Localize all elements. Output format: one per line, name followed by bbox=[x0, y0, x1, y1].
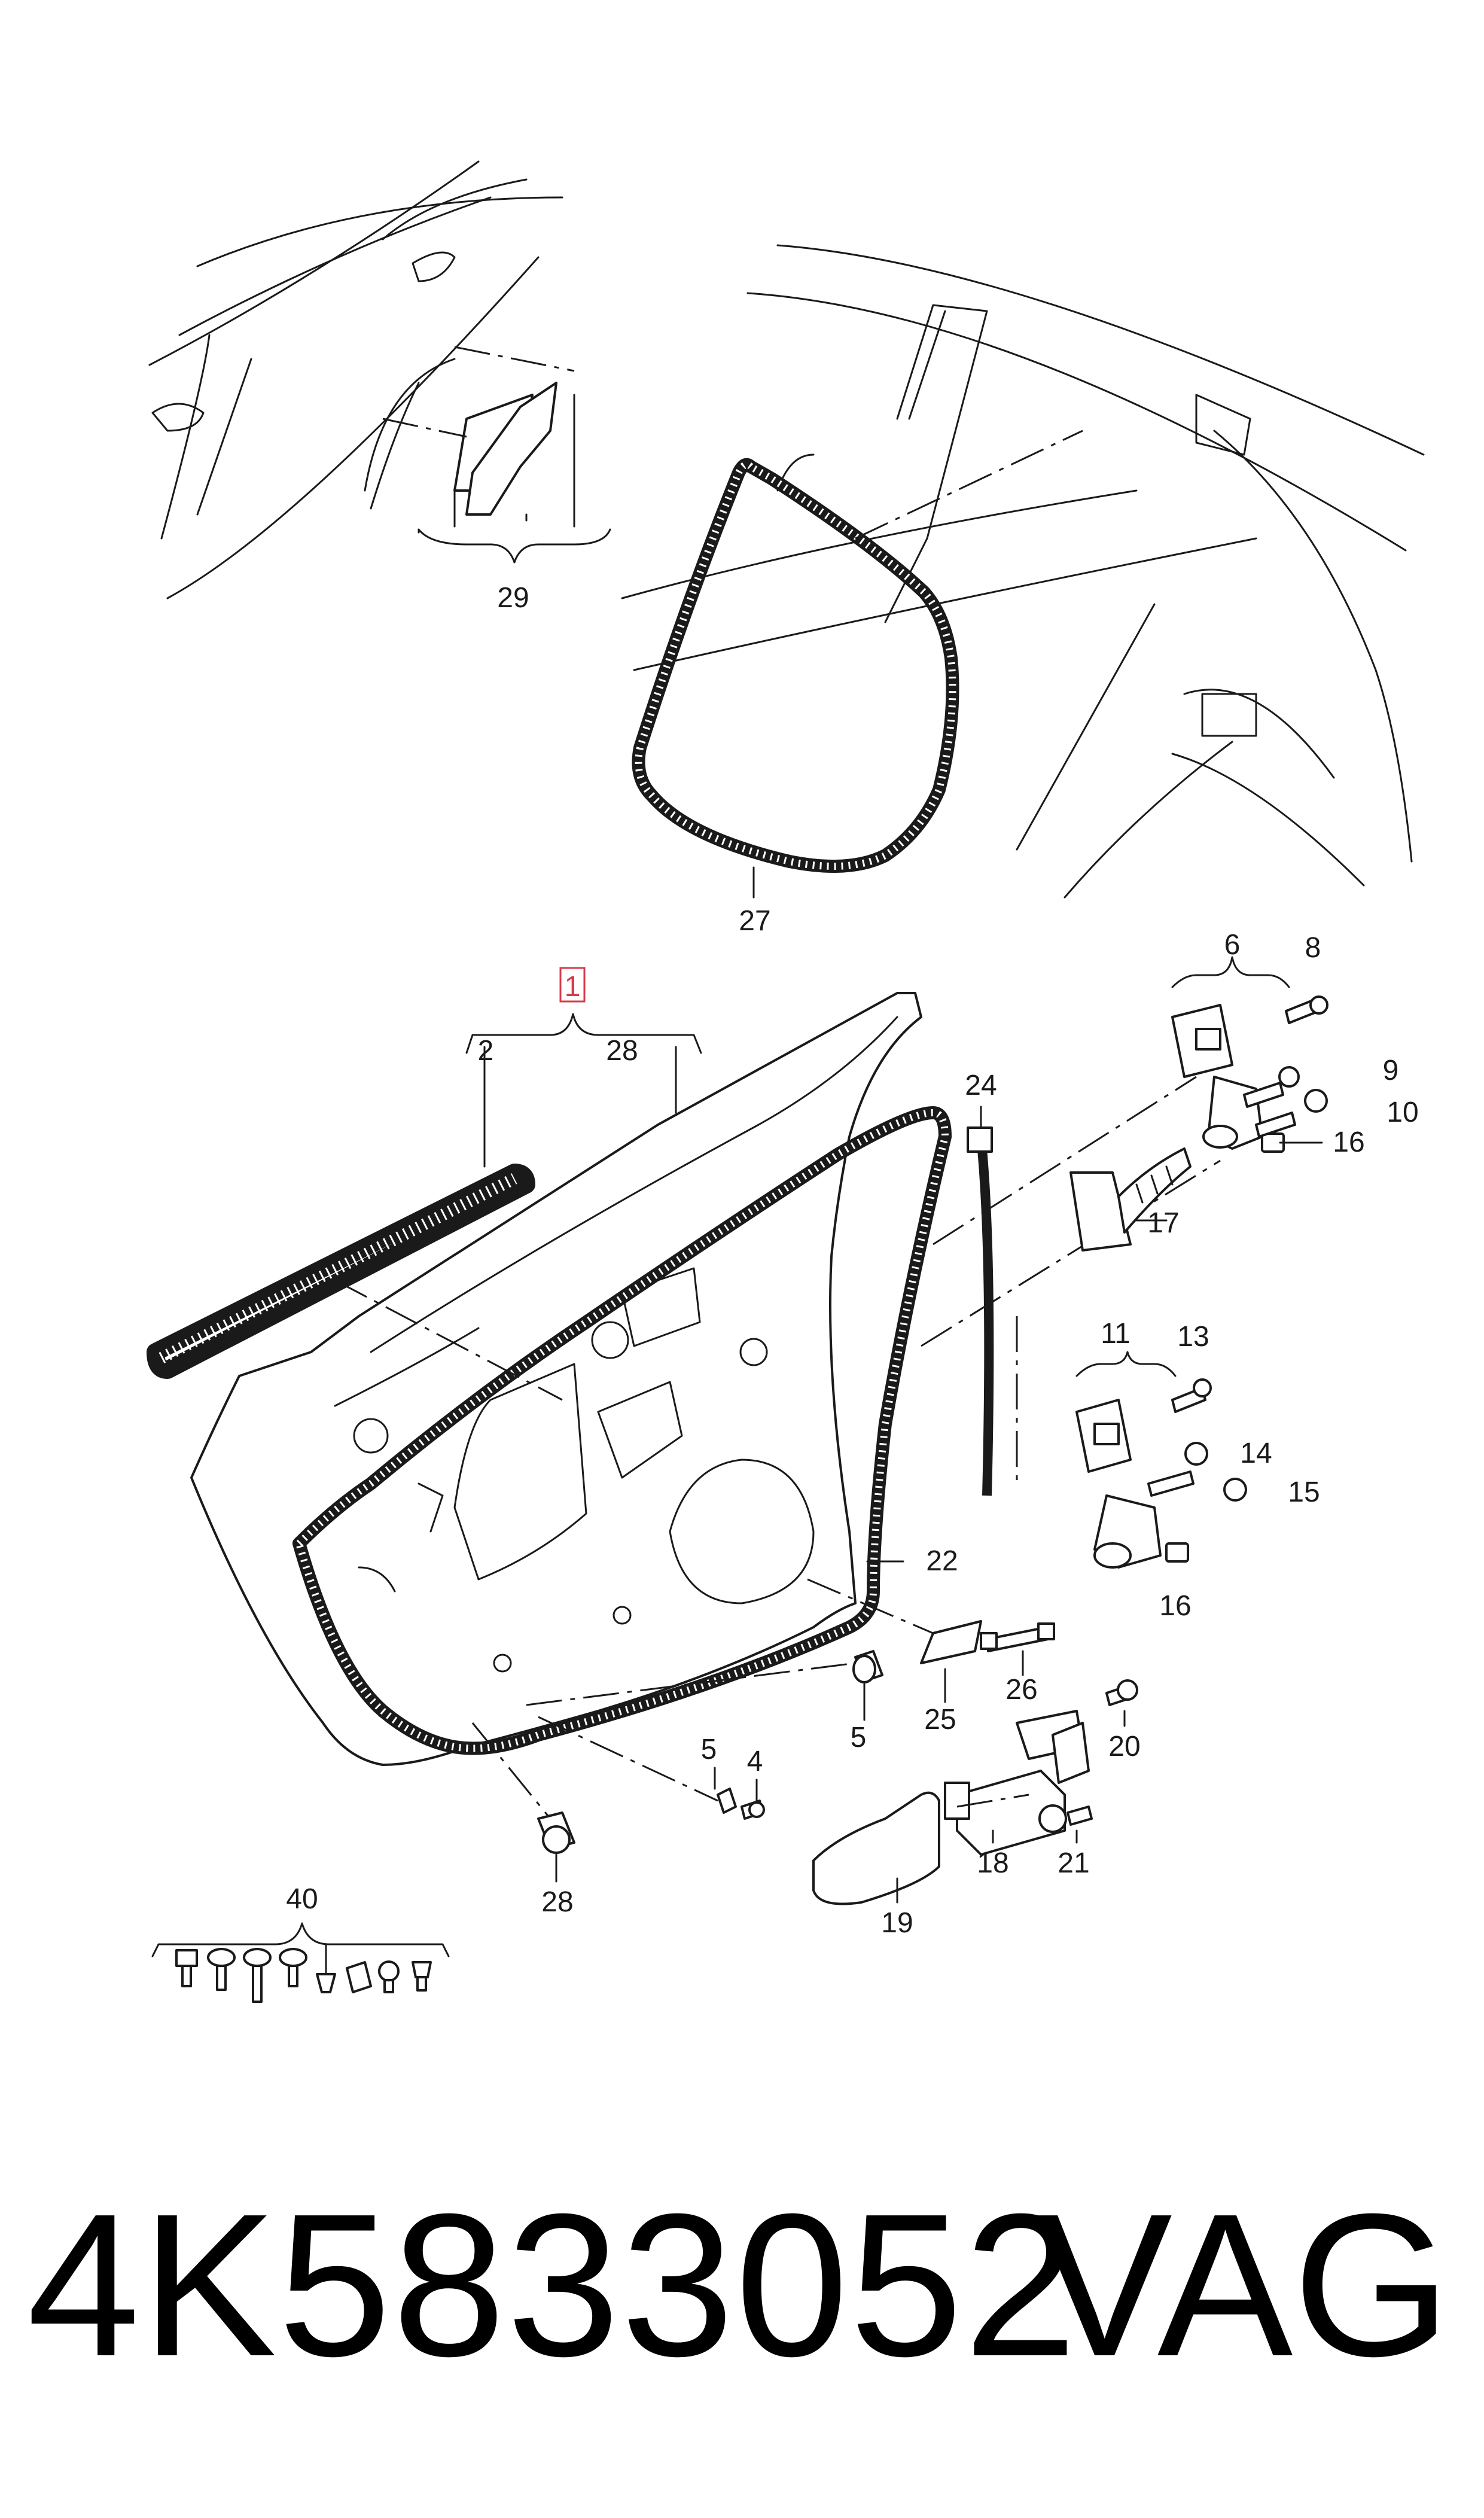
callout-5: 5 bbox=[851, 1722, 867, 1753]
callout-6: 6 bbox=[1224, 929, 1241, 961]
callout-27: 27 bbox=[739, 905, 770, 937]
kit-bolt-4 bbox=[279, 1948, 307, 1987]
car-body-opening-sketch bbox=[621, 244, 1425, 899]
callout-18: 18 bbox=[977, 1847, 1008, 1879]
door-seal bbox=[292, 1106, 952, 1755]
callout-21: 21 bbox=[1058, 1847, 1089, 1879]
callout-28-bottom: 28 bbox=[541, 1886, 573, 1918]
callout-40: 40 bbox=[286, 1883, 318, 1915]
door-shell bbox=[190, 992, 922, 1766]
kit-clip-4 bbox=[412, 1961, 432, 1992]
kit-clip-1 bbox=[316, 1943, 336, 1993]
car-side-panel-sketch bbox=[148, 160, 563, 599]
callout-1-highlight-box bbox=[559, 967, 586, 1003]
callout-16-upper: 16 bbox=[1333, 1126, 1364, 1158]
callout-3: 4 bbox=[747, 1746, 763, 1777]
callout-29-bracket bbox=[418, 394, 611, 564]
callout-11: 11 bbox=[1101, 1318, 1130, 1350]
wheel-arch-liners bbox=[382, 346, 575, 516]
callout-19: 19 bbox=[881, 1907, 913, 1939]
callout-26: 26 bbox=[1005, 1674, 1037, 1706]
callout-24: 24 bbox=[965, 1070, 997, 1101]
door-opening-seal bbox=[632, 430, 1083, 873]
exterior-handle bbox=[812, 1791, 940, 1905]
callout-25: 25 bbox=[924, 1704, 956, 1735]
part-number: 4K5833052 bbox=[27, 2172, 1078, 2399]
fastener-kit bbox=[151, 1922, 450, 2003]
kit-clip-2 bbox=[346, 1961, 372, 1993]
callout-1-28-bracket bbox=[465, 967, 702, 1114]
callout-16-lower: 16 bbox=[1159, 1590, 1191, 1622]
callout-10: 10 bbox=[1387, 1097, 1418, 1128]
callout-2: 2 bbox=[478, 1035, 494, 1067]
kit-clip-3 bbox=[378, 1960, 400, 1993]
brand-label: VAG bbox=[1037, 2172, 1451, 2399]
callout-8: 8 bbox=[1305, 932, 1321, 964]
door-screw bbox=[471, 1722, 575, 1883]
kit-bolt-2 bbox=[207, 1948, 236, 1991]
callout-9: 9 bbox=[1383, 1055, 1399, 1086]
callout-13: 13 bbox=[1177, 1321, 1209, 1353]
upper-hinge bbox=[921, 956, 1290, 1347]
handle-carrier bbox=[944, 1710, 1090, 1856]
kit-bolt-3 bbox=[243, 1948, 272, 2003]
callout-20: 20 bbox=[1108, 1731, 1140, 1762]
hinge-screws-lower bbox=[1147, 1378, 1247, 1502]
callout-15: 15 bbox=[1288, 1476, 1320, 1508]
callout-14: 14 bbox=[1240, 1438, 1272, 1469]
door-check-arm bbox=[1069, 1147, 1192, 1252]
exploded-parts-diagram: 29 27 1 2 28 bbox=[147, 160, 1425, 2003]
hinge-screws-upper bbox=[1243, 995, 1328, 1138]
small-fasteners bbox=[526, 1578, 1055, 1820]
callout-28-top: 28 bbox=[606, 1035, 638, 1067]
handle-screws bbox=[1038, 1679, 1138, 1844]
vertical-seal-strip bbox=[967, 1106, 994, 1496]
callout-22: 22 bbox=[926, 1545, 958, 1577]
callout-29: 29 bbox=[497, 582, 529, 614]
callout-4: 5 bbox=[701, 1734, 717, 1765]
kit-bolt-1 bbox=[175, 1949, 198, 1987]
window-trim-strip bbox=[147, 1094, 563, 1401]
callout-1: 1 bbox=[565, 971, 581, 1003]
callout-17: 17 bbox=[1147, 1207, 1179, 1239]
lower-hinge bbox=[1016, 1316, 1189, 1569]
